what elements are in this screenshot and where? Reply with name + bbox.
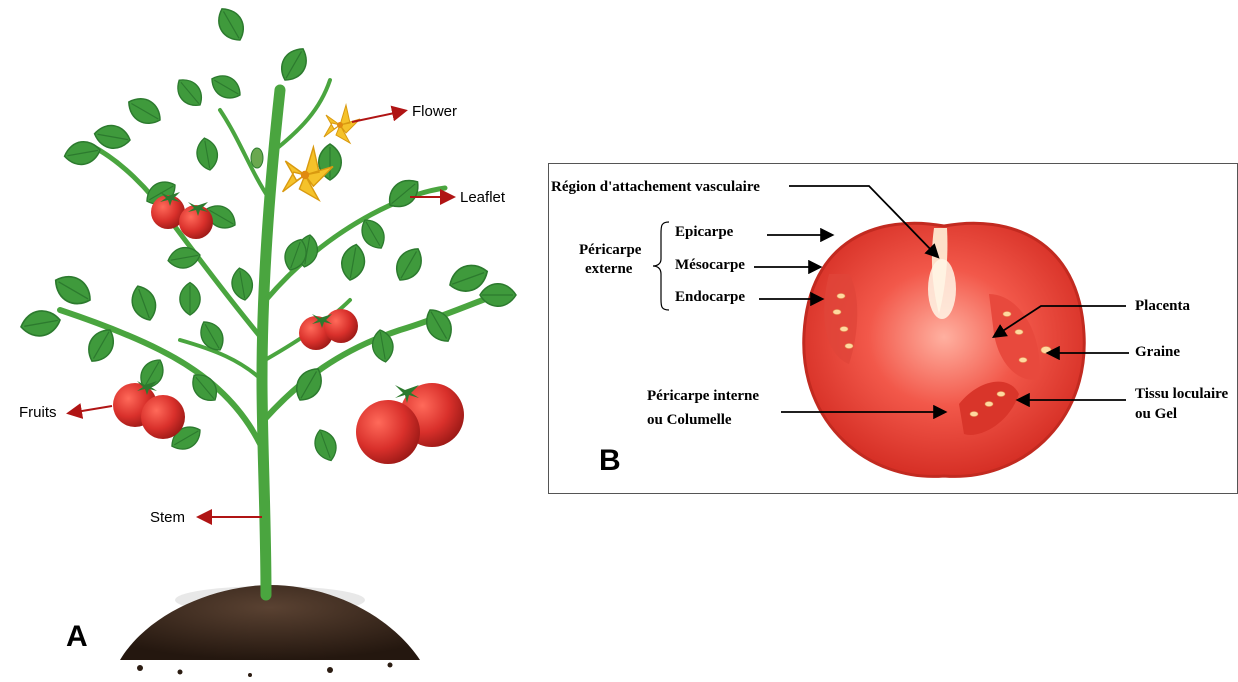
label-flower: Flower <box>412 103 457 120</box>
label-epicarp: Epicarpe <box>675 224 733 241</box>
label-seed: Graine <box>1135 344 1180 361</box>
panel-letter-a: A <box>66 620 88 654</box>
label-pericarp-external-2: externe <box>585 261 632 278</box>
label-columella-2: ou Columelle <box>647 412 732 429</box>
tomato-section-panel: Région d'attachement vasculaire Péricarp… <box>548 163 1238 494</box>
label-placenta: Placenta <box>1135 298 1190 315</box>
panel-letter-b: B <box>599 444 621 478</box>
soil-mound <box>120 585 420 677</box>
label-leaflet: Leaflet <box>460 189 505 206</box>
tomato-half <box>804 223 1085 476</box>
label-endocarp: Endocarpe <box>675 289 745 306</box>
tomato-plant-illustration <box>0 0 540 682</box>
label-mesocarp: Mésocarpe <box>675 257 745 274</box>
pericarp-brace <box>653 222 669 310</box>
label-pericarp-external-1: Péricarpe <box>579 242 641 259</box>
tomato-cross-section <box>549 164 1237 493</box>
label-locular-tissue-1: Tissu loculaire <box>1135 386 1228 403</box>
label-columella-1: Péricarpe interne <box>647 388 759 405</box>
label-stem: Stem <box>150 509 185 526</box>
label-fruits: Fruits <box>19 404 57 421</box>
label-vascular-region: Région d'attachement vasculaire <box>551 179 760 196</box>
label-locular-tissue-2: ou Gel <box>1135 406 1177 423</box>
